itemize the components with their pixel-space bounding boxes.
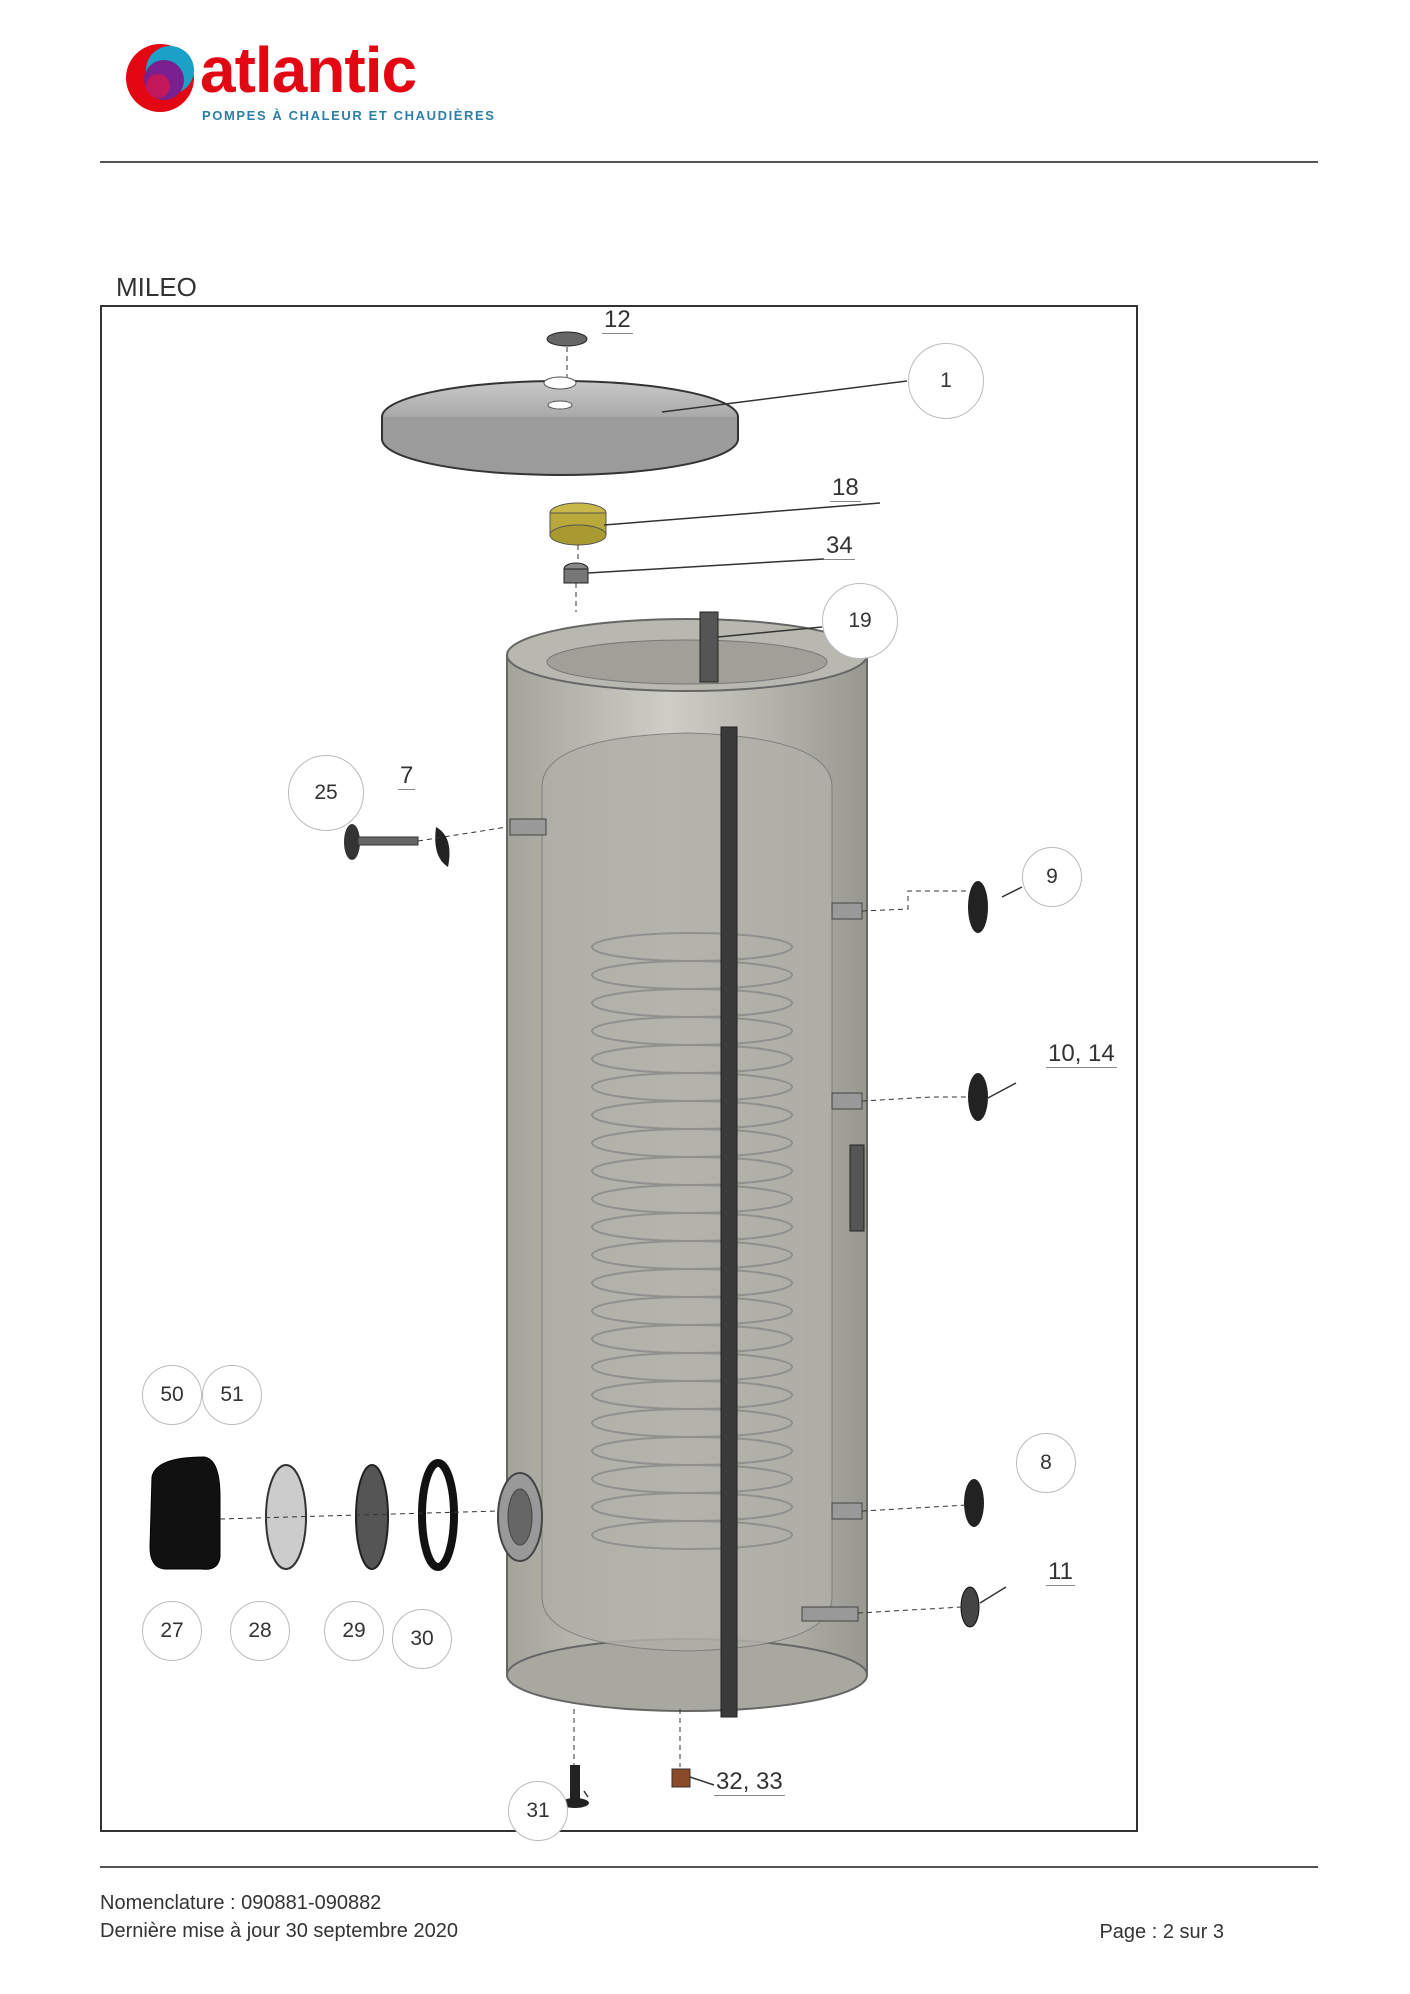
callout-31: 31 (508, 1781, 568, 1841)
part-8-cap (964, 1479, 984, 1527)
part-27-cover (149, 1456, 221, 1570)
part-34-nut (563, 562, 589, 584)
atlantic-logo: atlantic POMPES À CHALEUR ET CHAUDIÈRES (112, 34, 494, 132)
callout-29: 29 (324, 1601, 384, 1661)
part-25-sensor (344, 824, 419, 860)
part-11-plug (960, 1586, 980, 1628)
part-29-gasket (355, 1464, 389, 1570)
part-18-ring (549, 502, 607, 546)
exploded-view-frame: 1 19 25 9 8 50 51 27 28 29 30 31 12 18 3… (100, 305, 1138, 1841)
part-31-foot (561, 1765, 589, 1808)
part-30-seal (418, 1459, 458, 1571)
part-12-washer (546, 331, 588, 347)
top-cover (381, 376, 739, 476)
label-34: 34 (824, 532, 855, 560)
callout-9: 9 (1022, 847, 1082, 907)
label-7: 7 (398, 762, 416, 790)
label-18: 18 (830, 474, 861, 502)
label-10-14: 10, 14 (1046, 1040, 1117, 1068)
atlantic-logo-mark-icon (126, 44, 194, 112)
callout-51: 51 (202, 1365, 262, 1425)
callout-25: 25 (288, 755, 364, 831)
tank-body (497, 611, 868, 1718)
footer-updated: Dernière mise à jour 30 septembre 2020 (100, 1920, 458, 1942)
footer-page-number: Page : 2 sur 3 (1099, 1921, 1224, 1943)
callout-19: 19 (822, 583, 898, 659)
logo-wordmark: atlantic (200, 34, 417, 106)
label-32-33: 32, 33 (714, 1768, 785, 1796)
part-32-33-plug (671, 1768, 691, 1788)
callout-27: 27 (142, 1601, 202, 1661)
callout-8: 8 (1016, 1433, 1076, 1493)
footer-divider (100, 1866, 1318, 1868)
label-11: 11 (1046, 1558, 1075, 1586)
document-title: MILEO (116, 272, 197, 302)
footer-nomenclature: Nomenclature : 090881-090882 (100, 1892, 382, 1914)
part-9-cap (968, 881, 988, 933)
exploded-view-drawing (149, 331, 1023, 1808)
callout-50: 50 (142, 1365, 202, 1425)
part-7-cap (435, 827, 450, 867)
callout-1: 1 (908, 343, 984, 419)
logo-tagline: POMPES À CHALEUR ET CHAUDIÈRES (202, 108, 496, 123)
heat-exchanger-coil (591, 932, 793, 1550)
callout-30: 30 (392, 1609, 452, 1669)
label-12: 12 (602, 306, 633, 334)
callout-28: 28 (230, 1601, 290, 1661)
part-10-14-cap (968, 1073, 988, 1121)
header-divider (100, 161, 1318, 163)
